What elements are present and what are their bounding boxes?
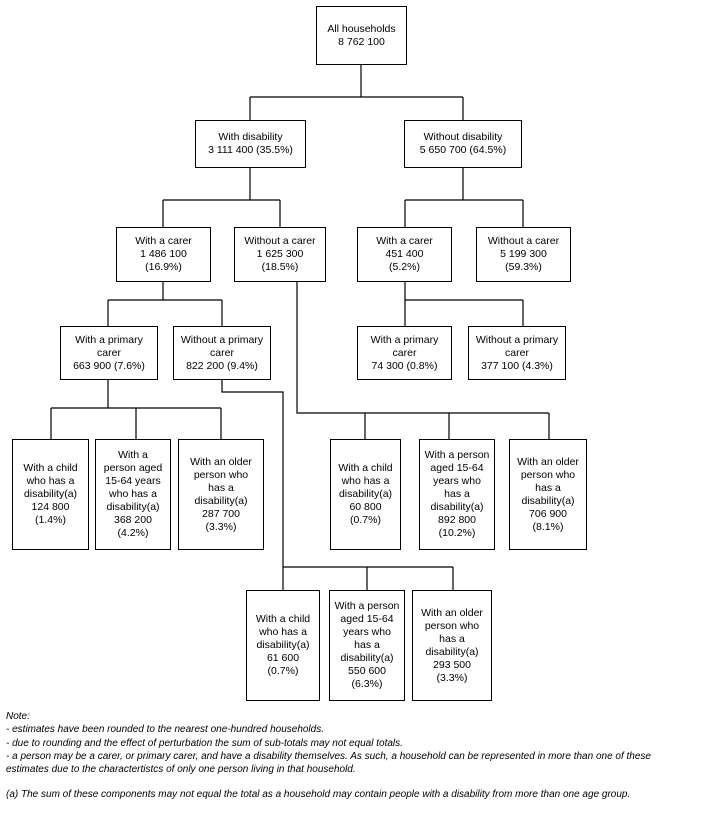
notes-heading: Note: [6,711,30,722]
notes-section: Note: - estimates have been rounded to t… [6,710,696,802]
connector-wd-no-primary [221,380,454,590]
notes-spacer [6,776,696,788]
connector-wd-with-carer [107,282,223,326]
footnote: (a) The sum of these components may not … [6,789,631,801]
note-line: estimates due to the charactertistcs of … [6,764,356,776]
note-line: - due to rounding and the effect of pert… [6,737,403,749]
connector-wd-without-carer [296,282,550,439]
note-line: - a person may be a carer, or primary ca… [6,750,651,762]
connector-root [249,65,464,120]
connector-nd-with-carer [404,282,524,326]
connector-wd-primary [50,380,222,439]
connector-with-disability [162,168,281,227]
connector-without-disability [404,168,524,227]
note-line: - estimates have been rounded to the nea… [6,724,324,736]
